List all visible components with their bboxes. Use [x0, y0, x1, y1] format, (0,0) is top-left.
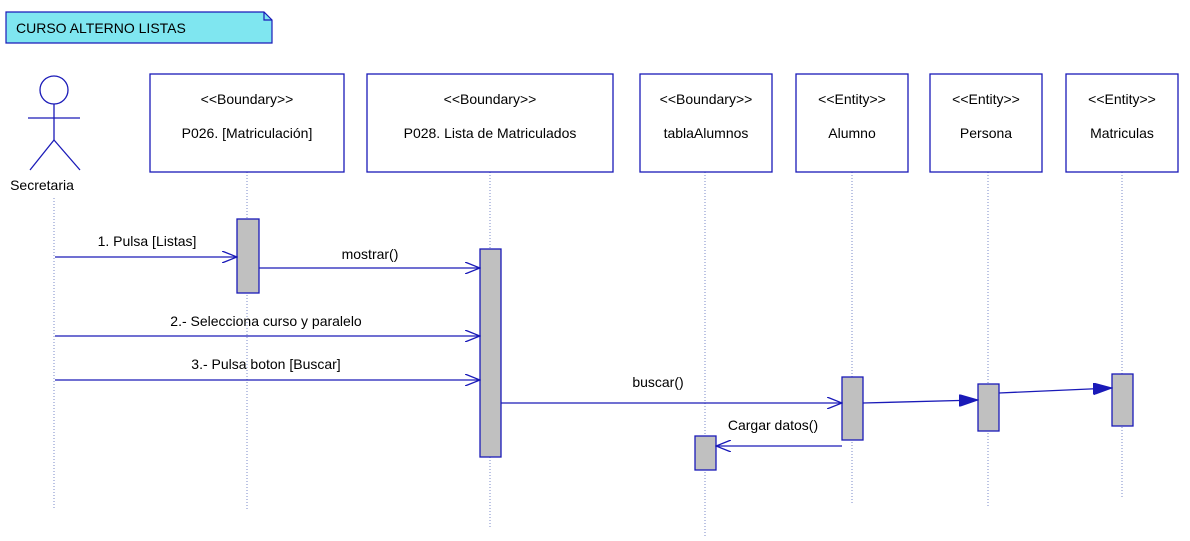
message-1-pulsa-listas[interactable]: 1. Pulsa [Listas]	[55, 233, 237, 257]
activation-tabla-alumnos	[694, 435, 717, 471]
lifeline-box-matriculas[interactable]: <<Entity>> Matriculas	[1065, 73, 1179, 173]
message-label: 2.- Selecciona curso y paralelo	[170, 313, 362, 329]
lifeline-stereotype: <<Boundary>>	[201, 91, 294, 107]
lifeline-name: Matriculas	[1090, 125, 1154, 141]
frame-title-note: CURSO ALTERNO LISTAS	[5, 11, 273, 44]
lifeline-stereotype: <<Entity>>	[818, 91, 886, 107]
lifeline-name: P028. Lista de Matriculados	[404, 125, 577, 141]
lifeline-box-persona[interactable]: <<Entity>> Persona	[929, 73, 1043, 173]
lifeline-stereotype: <<Entity>>	[952, 91, 1020, 107]
lifeline-stereotype: <<Boundary>>	[444, 91, 537, 107]
lifeline-stereotype: <<Boundary>>	[660, 91, 753, 107]
message-label: Cargar datos()	[728, 417, 818, 433]
lifeline-name: Alumno	[828, 125, 876, 141]
actor-secretaria[interactable]: Secretaria	[10, 75, 81, 193]
activation-persona	[977, 383, 1000, 432]
lifeline-stereotype: <<Entity>>	[1088, 91, 1156, 107]
lifeline-box-p028[interactable]: <<Boundary>> P028. Lista de Matriculados	[366, 73, 614, 173]
message-label: mostrar()	[342, 246, 399, 262]
frame-title: CURSO ALTERNO LISTAS	[16, 20, 186, 36]
message-alumno-to-persona[interactable]	[862, 400, 978, 403]
activation-alumno	[841, 376, 864, 441]
message-buscar[interactable]: buscar()	[501, 374, 842, 403]
lifeline-box-tabla-alumnos[interactable]: <<Boundary>> tablaAlumnos	[639, 73, 773, 173]
activation-matriculas	[1111, 373, 1134, 427]
message-persona-to-matriculas[interactable]	[998, 388, 1112, 393]
message-mostrar[interactable]: mostrar()	[259, 246, 480, 268]
lifeline-box-alumno[interactable]: <<Entity>> Alumno	[795, 73, 909, 173]
lifeline-name: Persona	[960, 125, 1012, 141]
lifeline-name: tablaAlumnos	[664, 125, 749, 141]
message-label: buscar()	[632, 374, 683, 390]
stick-figure-icon	[28, 75, 81, 171]
activation-p028	[479, 248, 502, 458]
message-label: 1. Pulsa [Listas]	[98, 233, 197, 249]
message-cargar-datos[interactable]: Cargar datos()	[716, 417, 842, 446]
lifeline-box-p026[interactable]: <<Boundary>> P026. [Matriculación]	[149, 73, 345, 173]
lifeline-name: P026. [Matriculación]	[182, 125, 313, 141]
actor-label: Secretaria	[10, 177, 74, 193]
message-3-pulsa-buscar[interactable]: 3.- Pulsa boton [Buscar]	[55, 356, 480, 380]
message-label: 3.- Pulsa boton [Buscar]	[191, 356, 340, 372]
activation-p026	[236, 218, 260, 294]
message-2-selecciona-curso[interactable]: 2.- Selecciona curso y paralelo	[55, 313, 480, 336]
